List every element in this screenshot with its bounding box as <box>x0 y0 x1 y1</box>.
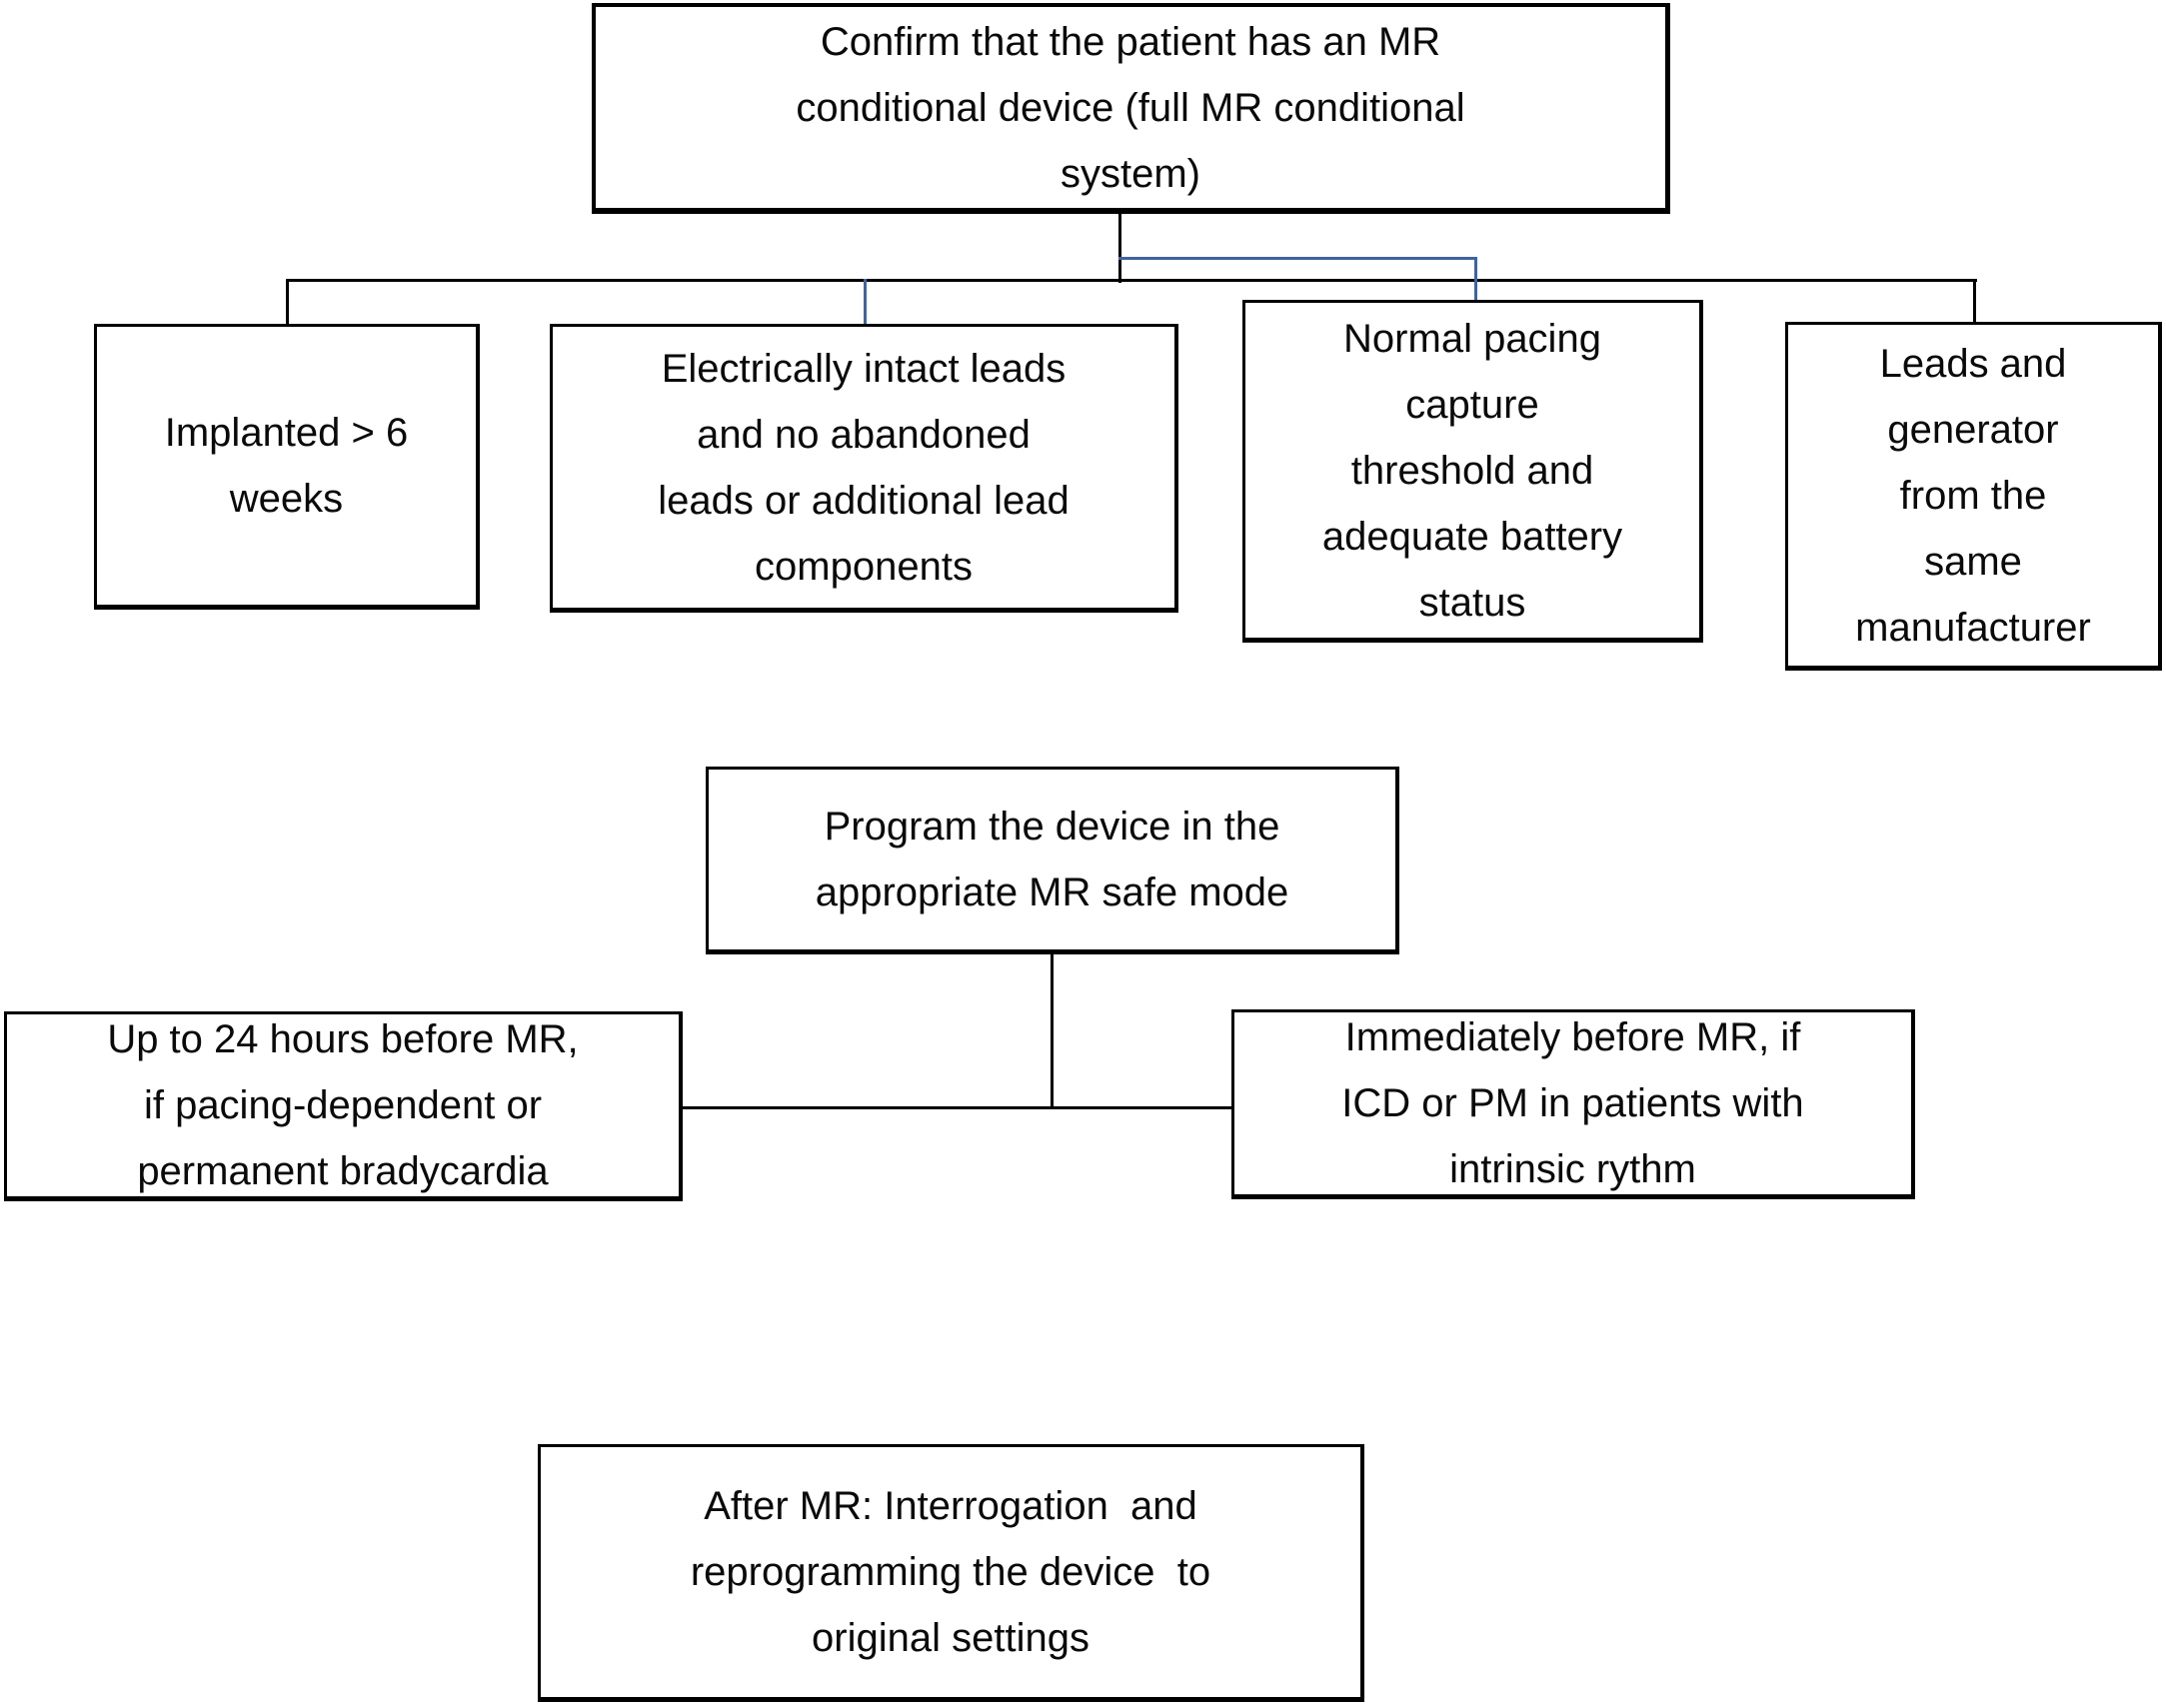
node-text-line: adequate battery <box>1321 514 1623 559</box>
node-text-line: Electrically intact leads <box>661 346 1067 391</box>
node-text-line: status <box>1418 580 1526 625</box>
node-immediately-before-mr: Immediately before MR, if ICD or PM in p… <box>1231 1009 1915 1199</box>
node-text-line: Up to 24 hours before MR, <box>107 1017 579 1061</box>
node-text-line: After MR: Interrogation and <box>704 1484 1197 1528</box>
node-text-line: weeks <box>229 477 344 521</box>
connector-row1-horizontal <box>286 279 1977 282</box>
node-text-line: intrinsic rythm <box>1449 1147 1696 1191</box>
connector-drop-implanted <box>286 279 289 326</box>
node-leads-generator-same-manufacturer: Leads and generator from the same manufa… <box>1785 322 2162 671</box>
node-text-line: reprogramming the device to <box>690 1550 1211 1594</box>
node-text-line: conditional device (full MR conditional <box>796 85 1465 130</box>
connector-elbow-horizontal-blue <box>1118 257 1477 260</box>
node-text-line: ICD or PM in patients with <box>1341 1081 1804 1125</box>
node-text-line: if pacing-dependent or <box>143 1083 543 1127</box>
node-text-line: appropriate MR safe mode <box>815 870 1289 914</box>
node-text-line: same <box>1924 539 2022 584</box>
node-confirm-mr-conditional-device: Confirm that the patient has an MR condi… <box>592 3 1670 214</box>
node-text-line: Leads and <box>1879 341 2067 386</box>
node-text-line: threshold and <box>1350 448 1594 493</box>
node-text-line: and no abandoned <box>697 412 1031 457</box>
node-text-line: from the <box>1899 473 2047 518</box>
connector-drop-pacing-blue <box>1474 257 1477 302</box>
node-text-line: Normal pacing <box>1343 316 1601 361</box>
connector-drop-manufacturer <box>1973 279 1976 324</box>
node-electrically-intact-leads: Electrically intact leads and no abandon… <box>550 324 1178 613</box>
node-text-line: system) <box>1061 151 1200 196</box>
node-text-line: permanent bradycardia <box>137 1149 549 1193</box>
node-text-line: leads or additional lead <box>658 478 1070 523</box>
node-text-line: Implanted > 6 <box>164 411 409 455</box>
node-text-line: capture <box>1405 382 1539 427</box>
node-implanted-6-weeks: Implanted > 6 weeks <box>94 324 480 610</box>
node-text-line: original settings <box>812 1616 1089 1660</box>
connector-program-vertical <box>1051 952 1054 1109</box>
node-text-line: manufacturer <box>1855 605 2091 650</box>
node-program-mr-safe-mode: Program the device in the appropriate MR… <box>706 767 1399 954</box>
node-text-line: components <box>755 544 973 589</box>
node-text-line: generator <box>1887 407 2059 452</box>
connector-top-vertical <box>1118 214 1121 283</box>
node-text-line: Confirm that the patient has an MR <box>820 19 1441 64</box>
node-normal-pacing-threshold-battery: Normal pacing capture threshold and adeq… <box>1242 300 1703 643</box>
node-text-line: Program the device in the <box>824 805 1280 849</box>
node-up-to-24-hours-before-mr: Up to 24 hours before MR, if pacing-depe… <box>4 1011 683 1201</box>
connector-row2-horizontal <box>683 1106 1233 1109</box>
node-after-mr-interrogation-reprogramming: After MR: Interrogation and reprogrammin… <box>538 1444 1364 1702</box>
node-text-line: Immediately before MR, if <box>1344 1015 1801 1059</box>
connector-drop-intact-leads-blue <box>864 279 867 326</box>
